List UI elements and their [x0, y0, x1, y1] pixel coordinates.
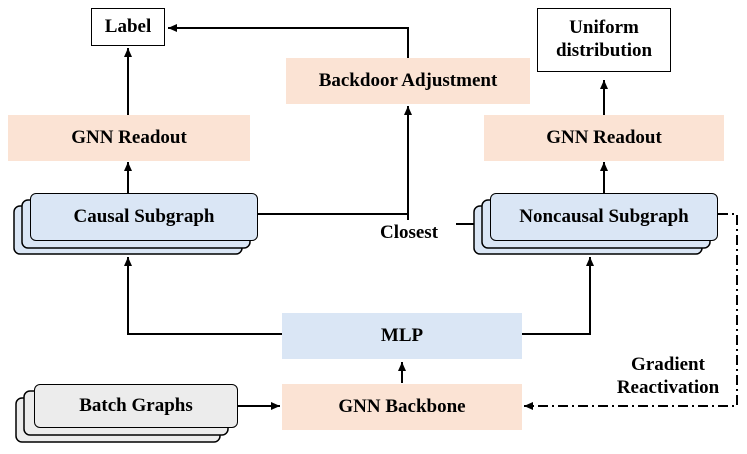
label-node: Label: [91, 8, 165, 46]
gnn-readout-right-node: GNN Readout: [484, 115, 724, 161]
causal-subgraph-node: Causal Subgraph: [30, 193, 258, 241]
gnn-readout-left-node: GNN Readout: [8, 115, 250, 161]
edge-gradient-reactivation: [524, 213, 738, 410]
edge-mlp-to-causal: [124, 257, 282, 335]
closest-edge-label: Closest: [362, 220, 456, 246]
uniform-distribution-node: Uniform distribution: [537, 8, 671, 72]
edge-mlp-to-noncausal: [522, 257, 594, 335]
edge-noncausal-to-backdoor: [404, 106, 474, 225]
gradient-reactivation-label: Gradient Reactivation: [604, 352, 732, 402]
edge-backdoor-to-label: [168, 24, 409, 58]
batch-graphs-node: Batch Graphs: [34, 384, 238, 428]
noncausal-subgraph-node: Noncausal Subgraph: [490, 193, 718, 241]
backdoor-adjustment-node: Backdoor Adjustment: [286, 58, 530, 104]
gnn-backbone-node: GNN Backbone: [282, 384, 522, 430]
mlp-node: MLP: [282, 313, 522, 359]
